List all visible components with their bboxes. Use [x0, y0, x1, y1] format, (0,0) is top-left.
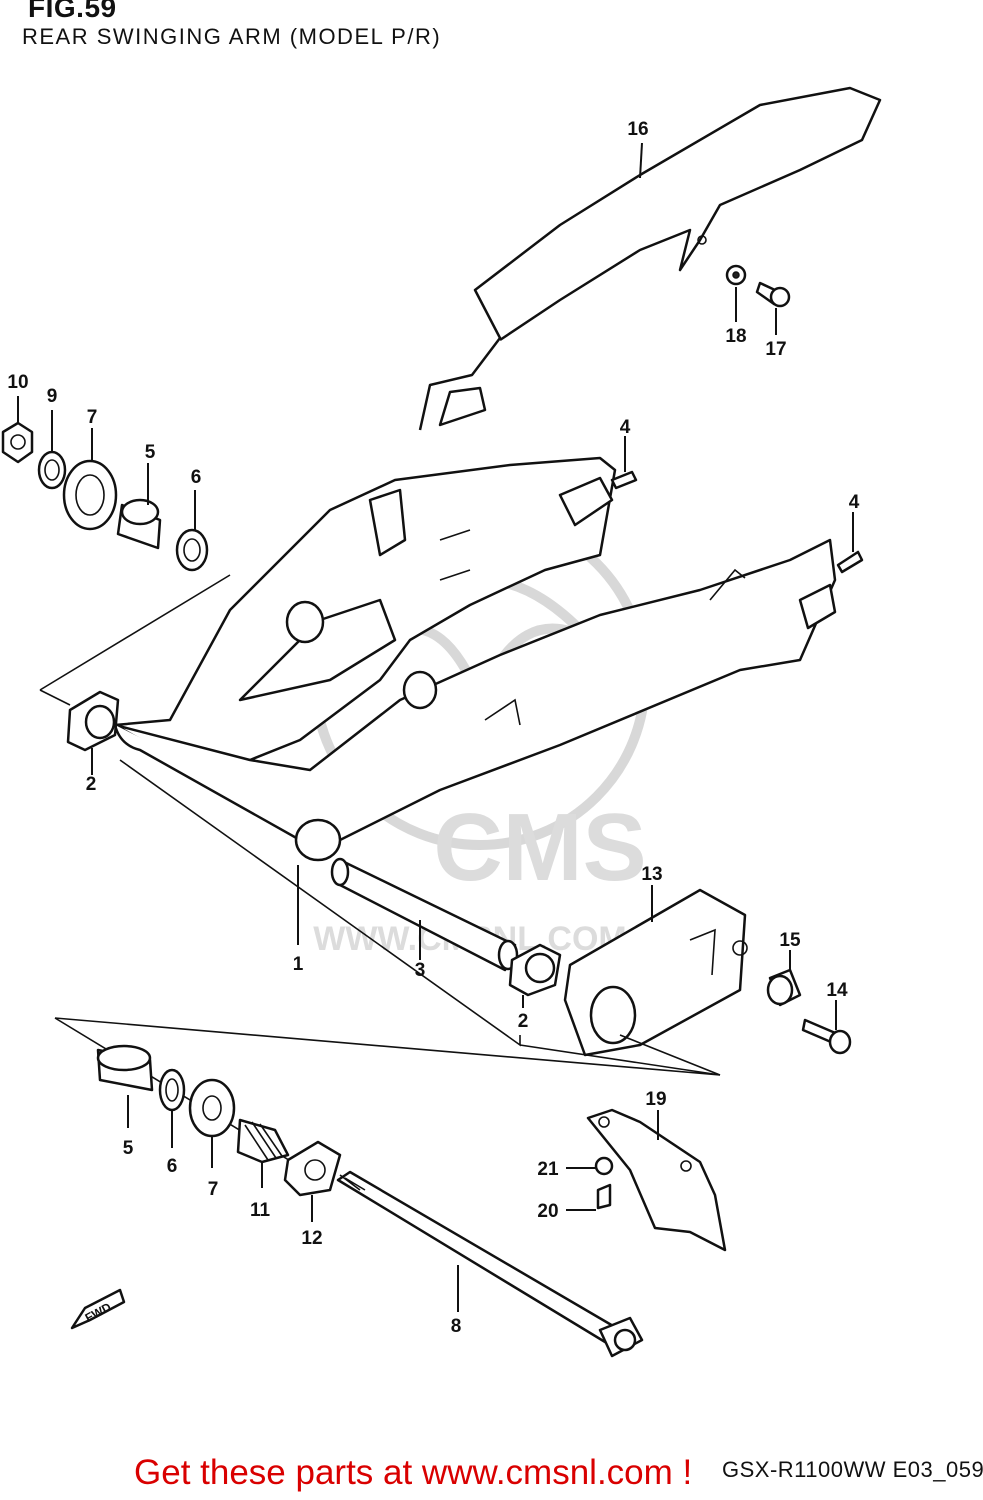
spacer-part-5-left [116, 463, 162, 550]
callout-9: 9 [47, 386, 58, 407]
callout-21: 21 [537, 1159, 559, 1180]
swinging-arm-part-1 [113, 456, 837, 945]
callout-5-upper: 5 [145, 442, 156, 463]
screw-part-20 [566, 1183, 612, 1211]
callout-13: 13 [641, 864, 662, 885]
callout-6-lower: 6 [167, 1156, 178, 1177]
callout-7-upper: 7 [87, 407, 98, 428]
bolt-part-14 [801, 1000, 852, 1055]
callout-16: 16 [627, 119, 648, 140]
callout-2-left: 2 [86, 774, 97, 795]
callout-7-lower: 7 [208, 1179, 219, 1200]
watermark-brand: CMS [433, 794, 646, 901]
callout-12: 12 [301, 1228, 322, 1249]
figure-label: FIG.59 [28, 0, 117, 23]
washer-part-21 [566, 1156, 614, 1176]
callout-17: 17 [765, 339, 786, 360]
bearing-part-7-left [62, 428, 118, 531]
guard-part-19 [586, 1108, 727, 1252]
forward-direction-arrow: FWD [70, 1288, 126, 1330]
washer-part-6-left [175, 490, 209, 572]
washer-part-9 [37, 410, 67, 490]
diagram-code: GSX-R1100WW E03_059 [722, 1457, 983, 1482]
callout-3: 3 [415, 960, 426, 981]
callout-4-lower: 4 [849, 492, 860, 513]
callout-15: 15 [779, 930, 801, 951]
callout-18: 18 [725, 326, 746, 347]
bolt-part-17 [755, 281, 791, 335]
callout-8: 8 [451, 1316, 462, 1337]
callout-10: 10 [7, 372, 28, 393]
spacer-part-5-lower [96, 1044, 154, 1128]
bolt-part-4-upper [610, 436, 638, 490]
pivot-collar-part-3 [330, 857, 519, 972]
washer-part-18 [725, 264, 747, 322]
washer-part-6-lower [158, 1068, 186, 1148]
bolt-part-4-lower [836, 512, 864, 574]
lock-nut-part-12 [283, 1140, 342, 1222]
bearing-part-2-left [66, 690, 120, 775]
callout-11: 11 [250, 1200, 271, 1221]
callout-1: 1 [293, 954, 304, 975]
chain-case-part-16 [418, 86, 882, 431]
pivot-shaft-part-8 [336, 1170, 644, 1358]
cushion-lever-part-13 [563, 885, 748, 1057]
nut-part-10 [1, 396, 34, 464]
bearing-part-2-right [508, 943, 562, 1008]
callout-6-upper: 6 [191, 467, 202, 488]
bearing-part-7-lower [188, 1078, 236, 1168]
bushing-part-15 [766, 950, 802, 1007]
callout-14: 14 [826, 980, 848, 1001]
buy-parts-link[interactable]: Get these parts at www.cmsnl.com ! [134, 1453, 693, 1492]
adjuster-part-11 [236, 1118, 290, 1188]
callout-20: 20 [537, 1201, 558, 1222]
callout-4-upper: 4 [620, 417, 631, 438]
figure-title: REAR SWINGING ARM (MODEL P/R) [22, 24, 442, 49]
callout-5-lower: 5 [123, 1138, 134, 1159]
callout-2-right: 2 [518, 1011, 529, 1032]
callout-19: 19 [645, 1089, 666, 1110]
